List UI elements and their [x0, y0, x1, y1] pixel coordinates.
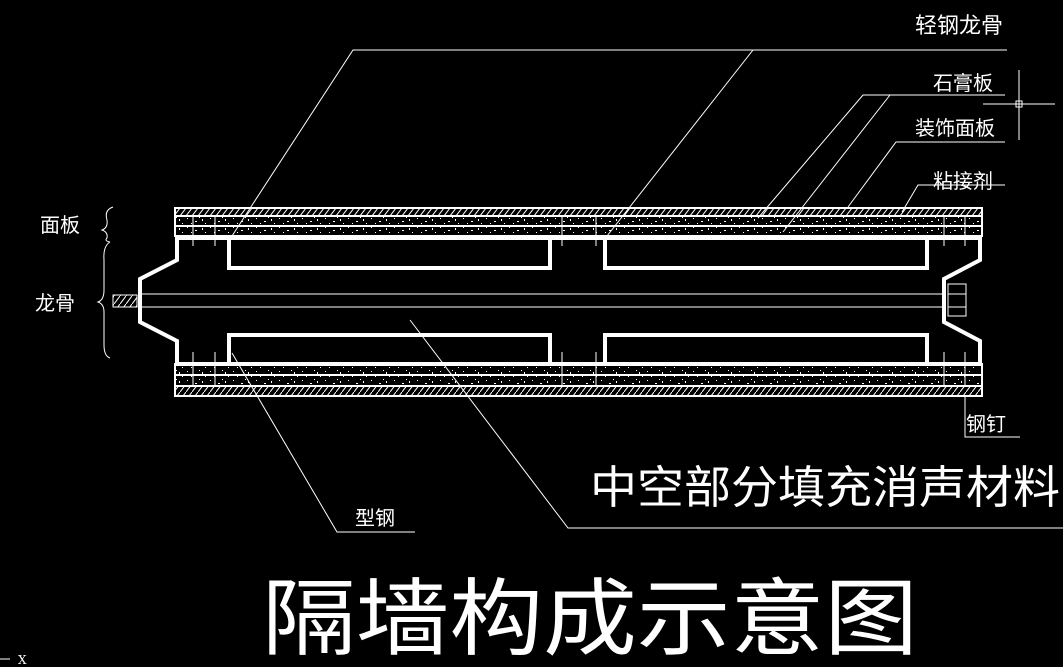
bottom-decorative-panel: [174, 385, 983, 397]
label-keel: 龙骨: [35, 291, 75, 315]
label-decorative-panel: 装饰面板: [915, 116, 995, 140]
ucs-axis-icon: X: [0, 653, 27, 667]
label-hollow-fill: 中空部分填充消声材料: [590, 461, 1060, 514]
crosshair-cursor: [983, 70, 1055, 140]
top-gypsum-board-2: [174, 225, 983, 237]
label-panel: 面板: [40, 213, 80, 237]
leader-lines: [96, 49, 1063, 533]
bottom-gypsum-board-2: [174, 374, 983, 387]
label-section-steel: 型钢: [355, 506, 395, 530]
drawing-title: 隔墙构成示意图: [262, 570, 918, 667]
label-light-steel-keel: 轻钢龙骨: [915, 14, 1003, 39]
steel-bolt: [112, 283, 967, 317]
nail-lines: [192, 216, 966, 386]
top-gypsum-board-1: [174, 215, 983, 227]
label-gypsum-board: 石膏板: [933, 71, 993, 95]
top-decorative-panel: [174, 207, 983, 217]
ucs-axis-label: X: [18, 653, 27, 667]
label-steel-nail: 钢钉: [966, 412, 1006, 436]
label-adhesive: 粘接剂: [933, 169, 993, 193]
wall-section: [112, 207, 983, 397]
steel-keel-outline: [138, 236, 982, 366]
